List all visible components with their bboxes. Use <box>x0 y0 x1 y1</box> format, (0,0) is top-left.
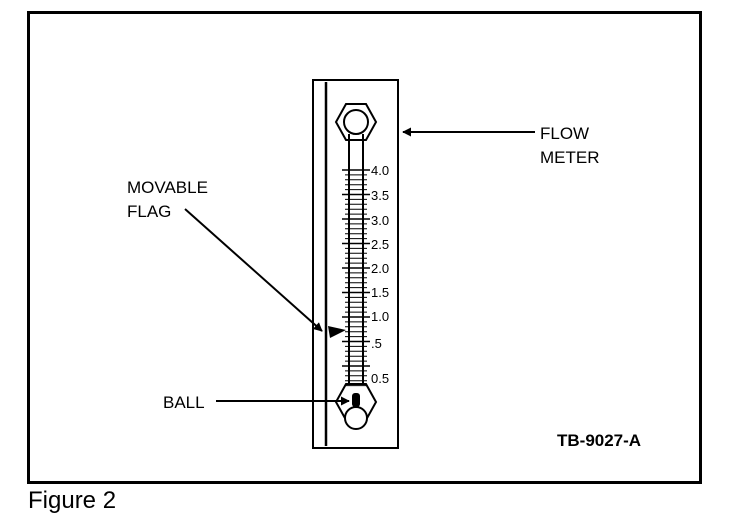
scale-label-1-0: 1.0 <box>371 309 389 324</box>
scale-label-3-0: 3.0 <box>371 213 389 228</box>
glass-tube <box>348 134 364 394</box>
scale-label-0-5: 0.5 <box>371 371 389 386</box>
movable-flag-arrow <box>184 208 323 332</box>
scale-label-2-5: 2.5 <box>371 237 389 252</box>
scale-graduations <box>342 169 370 387</box>
figure-caption: Figure 2 <box>28 487 117 514</box>
label-movable-flag-line2: FLAG <box>127 202 171 221</box>
label-ball: BALL <box>163 393 205 412</box>
scale-label-point-5: .5 <box>371 336 382 351</box>
callout-movable-flag: MOVABLE FLAG <box>127 178 323 332</box>
scale-label-2-0: 2.0 <box>371 261 389 276</box>
label-flow-meter-line2: METER <box>540 148 600 167</box>
scale-labels: 4.0 3.5 3.0 2.5 2.0 1.5 1.0 .5 0.5 <box>371 163 389 386</box>
label-flow-meter-line1: FLOW <box>540 124 589 143</box>
callout-flow-meter: FLOW METER <box>402 124 600 167</box>
top-nut-icon <box>334 103 378 141</box>
label-movable-flag-line1: MOVABLE <box>127 178 208 197</box>
callout-ball: BALL <box>163 393 350 412</box>
scale-label-4-0: 4.0 <box>371 163 389 178</box>
movable-flag-marker <box>328 326 346 338</box>
scale-label-1-5: 1.5 <box>371 285 389 300</box>
ball <box>352 393 360 407</box>
figure-frame <box>27 11 702 484</box>
scale-label-3-5: 3.5 <box>371 188 389 203</box>
figure-code: TB-9027-A <box>557 431 641 450</box>
